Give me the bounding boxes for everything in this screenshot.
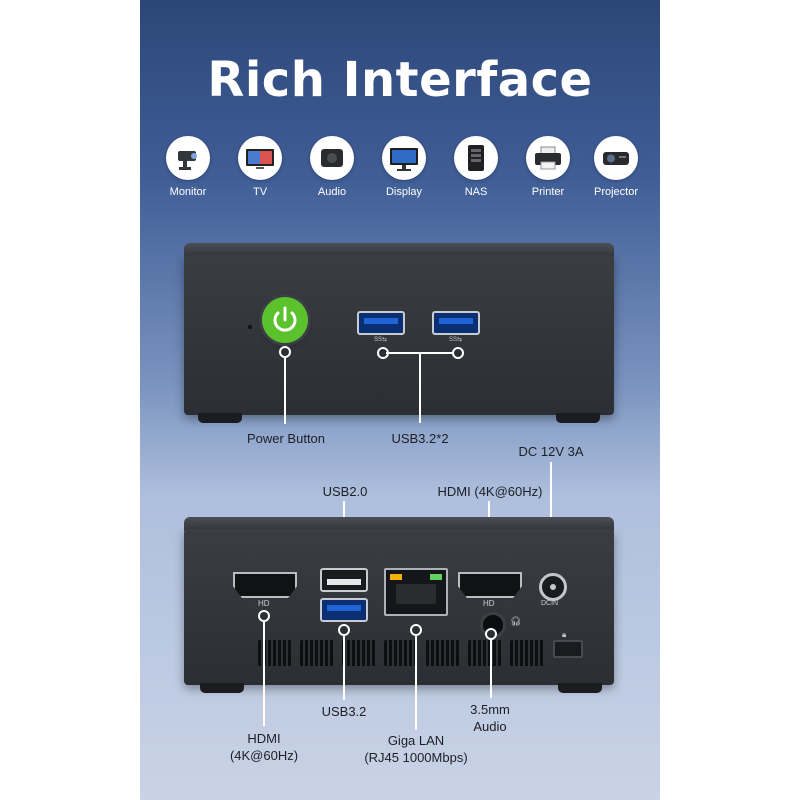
usb-logo: SS⇆	[374, 337, 388, 343]
rear-foot-right	[558, 683, 602, 693]
giga-lan-label: Giga LAN (RJ45 1000Mbps)	[364, 733, 468, 765]
usb32-label: USB3.2	[321, 704, 367, 719]
power-button	[262, 297, 308, 343]
callout-line	[415, 634, 417, 730]
lan-led-left	[390, 574, 402, 580]
kensington-lock-slot	[553, 640, 583, 658]
device-audio: Audio	[296, 136, 368, 198]
power-icon	[273, 306, 297, 332]
callout-dot	[452, 347, 464, 359]
audio-label: 3.5mm Audio	[470, 702, 510, 734]
rear-lid	[184, 517, 614, 531]
callout-line	[284, 356, 286, 424]
dc-label: DC 12V 3A	[518, 444, 584, 459]
callout-line	[343, 634, 345, 700]
lock-icon: 🔒︎	[562, 630, 567, 639]
device-label: Projector	[593, 186, 639, 198]
power-button-label: Power Button	[246, 431, 326, 446]
device-label: Display	[385, 186, 423, 198]
device-label: Audio	[317, 186, 347, 198]
rear-usb2-port	[320, 568, 368, 592]
nas-icon	[454, 136, 498, 180]
device-label: TV	[252, 186, 268, 198]
hdmi-logo: HD	[483, 599, 495, 608]
callout-line	[419, 353, 421, 423]
vent	[426, 640, 460, 666]
headphone-icon: 🎧︎	[510, 616, 522, 626]
printer-icon	[526, 136, 570, 180]
hdmi-logo: HD	[258, 599, 270, 608]
device-nas: NAS	[440, 136, 512, 198]
lan-led-right	[430, 574, 442, 580]
device-label: NAS	[464, 186, 488, 198]
tv-icon	[238, 136, 282, 180]
callout-line	[263, 620, 265, 726]
front-usb3-port-1	[357, 311, 405, 335]
front-lid	[184, 243, 614, 257]
projector-icon	[594, 136, 638, 180]
front-body	[184, 255, 614, 415]
hdmi-top-label: HDMI (4K@60Hz)	[437, 484, 543, 499]
usb32x2-label: USB3.2*2	[391, 431, 449, 446]
rear-hdmi-port-1	[233, 572, 297, 598]
rj45-port	[384, 568, 448, 616]
usb-logo: SS⇆	[449, 337, 463, 343]
callout-line	[490, 638, 492, 698]
vent	[468, 640, 502, 666]
front-foot-left	[198, 413, 242, 423]
device-monitor: Monitor	[152, 136, 224, 198]
rear-foot-left	[200, 683, 244, 693]
device-label: Printer	[531, 186, 565, 198]
status-led	[248, 325, 252, 329]
rear-usb3-port	[320, 598, 368, 622]
speaker-icon	[310, 136, 354, 180]
display-monitor-icon	[382, 136, 426, 180]
usb20-label: USB2.0	[322, 484, 368, 499]
vent	[384, 640, 418, 666]
hdmi-bottom-label: HDMI (4K@60Hz)	[229, 731, 299, 763]
front-usb3-port-2	[432, 311, 480, 335]
vent	[300, 640, 334, 666]
dcin-tag: DCIN	[541, 600, 559, 607]
dc-jack	[539, 573, 567, 601]
device-printer: Printer	[512, 136, 584, 198]
callout-line	[550, 462, 552, 558]
device-label: Monitor	[169, 186, 207, 198]
security-camera-icon	[166, 136, 210, 180]
vent	[510, 640, 544, 666]
front-foot-right	[556, 413, 600, 423]
page-title: Rich Interface	[207, 52, 593, 108]
device-display: Display	[368, 136, 440, 198]
device-tv: TV	[224, 136, 296, 198]
rear-hdmi-port-2	[458, 572, 522, 598]
device-projector: Projector	[580, 136, 652, 198]
vent	[342, 640, 376, 666]
